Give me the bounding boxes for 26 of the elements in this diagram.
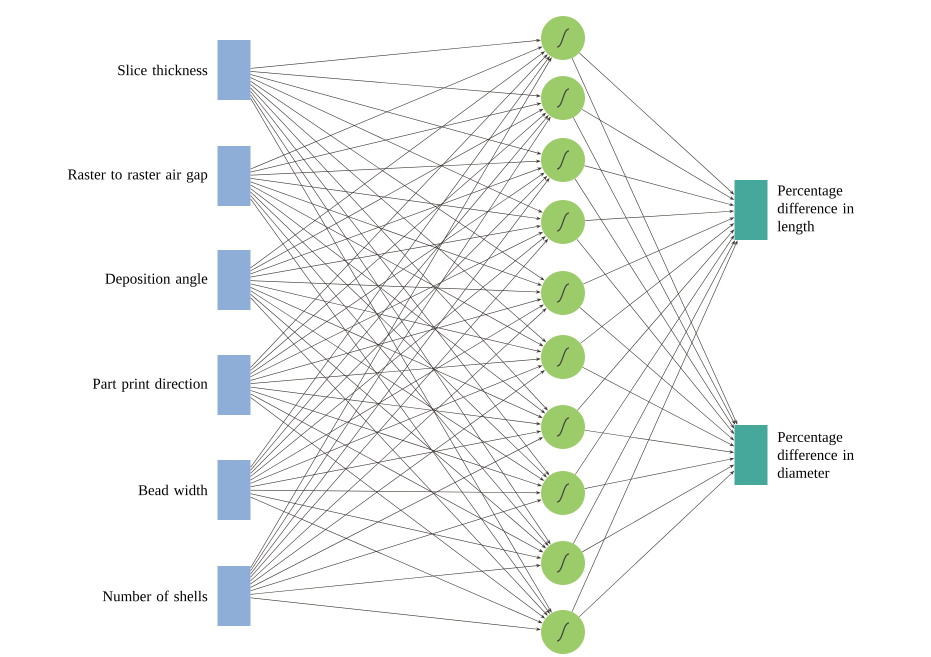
node-label: Number of shells (102, 590, 208, 602)
input-node: Raster to raster air gap (68, 146, 250, 206)
neuron-circle (541, 271, 585, 315)
neuron-circle (541, 138, 585, 182)
neuron-circle (541, 335, 585, 379)
input-node: Part print direction (92, 355, 250, 415)
node-label: Percentage difference in diameter (778, 432, 854, 478)
neuron-circle (541, 610, 585, 654)
node-label: Slice thickness (118, 64, 208, 76)
output-node: Percentage difference in diameter (734, 425, 854, 485)
node-label: Deposition angle (105, 273, 208, 287)
node-label: Percentage difference in length (778, 186, 854, 234)
input-node: Deposition angle (105, 250, 250, 310)
node-label: Raster to raster air gap (68, 169, 208, 183)
neuron-circle (541, 76, 585, 120)
neuron-circle (541, 471, 585, 515)
node-label: Part print direction (92, 378, 208, 392)
input-node: Bead width (138, 460, 250, 520)
neuron-circle (541, 200, 585, 244)
node-label: Bead width (138, 484, 208, 496)
neuron-circle (541, 16, 585, 60)
output-node: Percentage difference in length (734, 180, 854, 240)
neuron-circle (541, 405, 585, 449)
input-node: Slice thickness (118, 40, 250, 100)
input-node: Number of shells (102, 566, 250, 626)
neuron-circle (541, 541, 585, 585)
